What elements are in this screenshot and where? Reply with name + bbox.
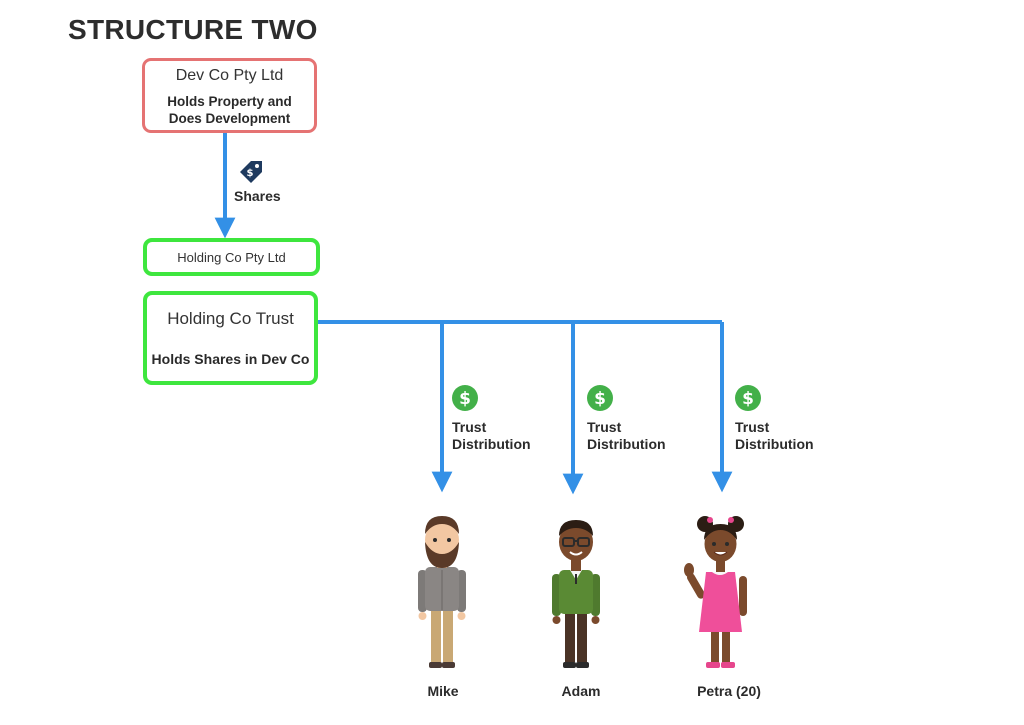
beneficiary-name-petra: Petra (20) [697,683,761,699]
shares-label: Shares [234,188,281,204]
adam-figure [552,520,600,668]
holding-trust-desc: Holds Shares in Dev Co [151,351,310,367]
svg-text:$: $ [459,389,471,409]
holding-trust-name: Holding Co Trust [167,309,294,328]
beneficiary-name-adam: Adam [561,683,601,699]
dollar-icon: $ [735,385,761,411]
holding-co-box: Holding Co Pty Ltd [143,238,320,276]
distribution-line1: Trust [587,419,622,435]
beneficiary-name-mike: Mike [427,683,459,699]
distribution-label-mike: Trust Distribution [452,419,531,453]
distribution-label-petra: Trust Distribution [735,419,814,453]
holding-trust-box: Holding Co Trust Holds Shares in Dev Co [143,291,318,385]
mike-figure [418,516,466,668]
dollar-icon: $ [587,385,613,411]
price-tag-icon: $ [240,161,262,183]
distribution-label-adam: Trust Distribution [587,419,666,453]
distribution-line2: Distribution [452,436,531,452]
svg-text:$: $ [247,168,254,179]
distribution-line1: Trust [735,419,770,435]
distribution-line2: Distribution [587,436,666,452]
svg-text:$: $ [742,389,754,409]
petra-figure [684,516,747,668]
dev-co-desc-line2: Does Development [168,111,291,126]
dev-co-box: Dev Co Pty Ltd Holds Property and Does D… [142,58,317,133]
dev-co-name: Dev Co Pty Ltd [175,67,284,84]
dev-co-desc-line1: Holds Property and [167,94,292,109]
distribution-line2: Distribution [735,436,814,452]
distribution-line1: Trust [452,419,487,435]
dollar-icon: $ [452,385,478,411]
holding-co-name: Holding Co Pty Ltd [177,250,286,265]
page-title: STRUCTURE TWO [68,14,318,45]
svg-text:$: $ [594,389,606,409]
